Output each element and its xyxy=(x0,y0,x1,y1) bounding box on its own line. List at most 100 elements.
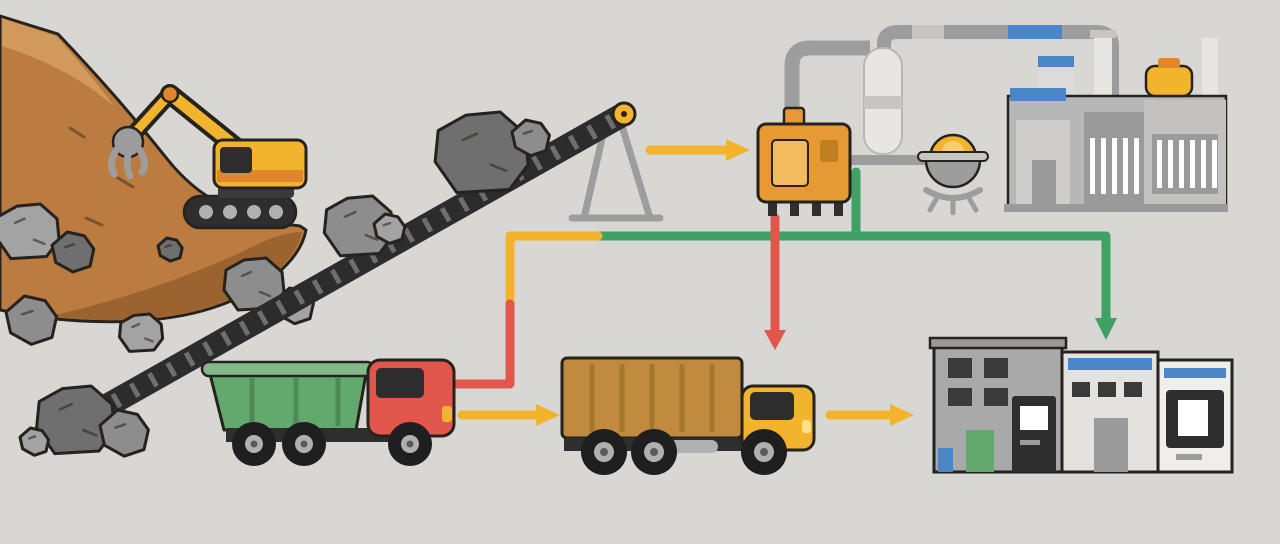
arrow-dump-to-cargo xyxy=(457,404,560,426)
dump-cab-window xyxy=(376,368,424,398)
arrow-furnace-to-cargo-truck xyxy=(764,213,786,350)
rock xyxy=(19,427,50,457)
ladle xyxy=(917,133,989,216)
ladle-legs xyxy=(927,193,979,216)
factory-chimney xyxy=(1094,34,1112,98)
green-arrowhead xyxy=(1095,318,1117,340)
wheel xyxy=(631,429,677,475)
claw-fingers xyxy=(107,146,149,180)
green-door xyxy=(966,430,994,472)
factory-base xyxy=(1004,204,1228,212)
furnace-vent xyxy=(820,140,838,162)
cargo-truck xyxy=(560,356,816,475)
slat xyxy=(1201,140,1206,188)
retail-building-middle xyxy=(1060,350,1160,474)
factory-blue-bar xyxy=(1010,88,1066,101)
column-band xyxy=(864,96,902,109)
vending-kiosk xyxy=(1156,358,1234,474)
wheel xyxy=(581,429,627,475)
slat xyxy=(1112,138,1117,194)
kiosk-screen-inner xyxy=(1178,400,1208,436)
furnace-leg xyxy=(768,198,777,216)
kiosk-slot xyxy=(1176,454,1202,460)
wheel xyxy=(282,422,326,466)
door xyxy=(1094,418,1128,472)
arrow-cargo-to-retail xyxy=(825,404,914,426)
dump-bed-ribs xyxy=(249,378,341,426)
line-processing-to-dump-truck-red xyxy=(449,299,515,389)
track-wheel xyxy=(269,205,283,219)
factory-right-slats xyxy=(1157,140,1217,188)
window xyxy=(984,358,1008,378)
conveyor-belt-treads xyxy=(92,107,628,419)
track-wheel xyxy=(199,205,213,219)
conveyor-frame-legs xyxy=(568,122,664,222)
excavator-joint xyxy=(160,84,180,104)
hub-center xyxy=(250,440,258,448)
window xyxy=(1098,382,1116,397)
slat xyxy=(1101,138,1106,194)
blue-bin xyxy=(938,448,953,472)
slat xyxy=(1123,138,1128,194)
slat xyxy=(1212,140,1217,188)
hill-shadow xyxy=(50,232,302,321)
slat xyxy=(1090,138,1095,194)
window xyxy=(1072,382,1090,397)
window xyxy=(948,388,972,406)
track-wheel xyxy=(223,205,237,219)
furnace-leg xyxy=(834,198,843,216)
factory-left-door xyxy=(1032,160,1056,206)
factory-chimney xyxy=(1202,38,1218,102)
arrow-conveyor-to-furnace xyxy=(645,139,750,161)
slat xyxy=(1134,138,1139,194)
hub-center xyxy=(300,440,308,448)
excavator-claw xyxy=(107,125,149,180)
line-processing-to-dump-truck-yellow xyxy=(505,231,603,311)
fuel-tank xyxy=(664,440,718,453)
dump-truck xyxy=(200,358,456,466)
flow-arrows xyxy=(449,139,1117,426)
conveyor-belt xyxy=(84,101,664,424)
yellow-arrowhead xyxy=(726,139,750,161)
window xyxy=(984,388,1008,406)
hub-center xyxy=(406,440,414,448)
yellow-arrowhead xyxy=(536,404,560,426)
cargo-box-panels xyxy=(589,364,715,432)
dump-headlight xyxy=(442,406,452,422)
building-parapet xyxy=(928,336,1068,350)
excavator xyxy=(107,84,308,230)
rock xyxy=(118,312,164,353)
dump-bed xyxy=(208,372,368,432)
ladle-rim xyxy=(917,151,989,162)
roof-tank xyxy=(1144,64,1194,98)
green-line xyxy=(593,167,1111,325)
excavator-cab-window xyxy=(220,147,252,173)
window xyxy=(948,358,972,378)
factory-chimney-cap xyxy=(1090,30,1116,38)
retail-buildings xyxy=(928,336,1234,474)
furnace xyxy=(756,106,852,216)
blue-band xyxy=(1068,358,1152,370)
yellow-arrowhead xyxy=(890,404,914,426)
slat xyxy=(1168,140,1173,188)
rock xyxy=(372,212,406,245)
rock xyxy=(0,202,61,261)
furnace-leg xyxy=(790,198,799,216)
cargo-headlight xyxy=(802,420,811,433)
furnace-door xyxy=(771,139,809,187)
factory-right-window-block xyxy=(1152,134,1218,194)
atm-screen xyxy=(1020,406,1048,430)
arrow-furnace-to-retail xyxy=(593,167,1117,340)
blue-band xyxy=(1164,368,1226,378)
pipes xyxy=(784,25,1119,165)
hub-center xyxy=(760,448,768,456)
hub-center xyxy=(650,448,658,456)
slat xyxy=(1190,140,1195,188)
cargo-cab-window xyxy=(750,392,794,420)
window xyxy=(1124,382,1142,397)
factory-tower-cap xyxy=(1038,56,1074,67)
hill-texture xyxy=(68,126,182,256)
red-arrowhead xyxy=(764,330,786,350)
roof-tank-cap xyxy=(1158,58,1180,68)
